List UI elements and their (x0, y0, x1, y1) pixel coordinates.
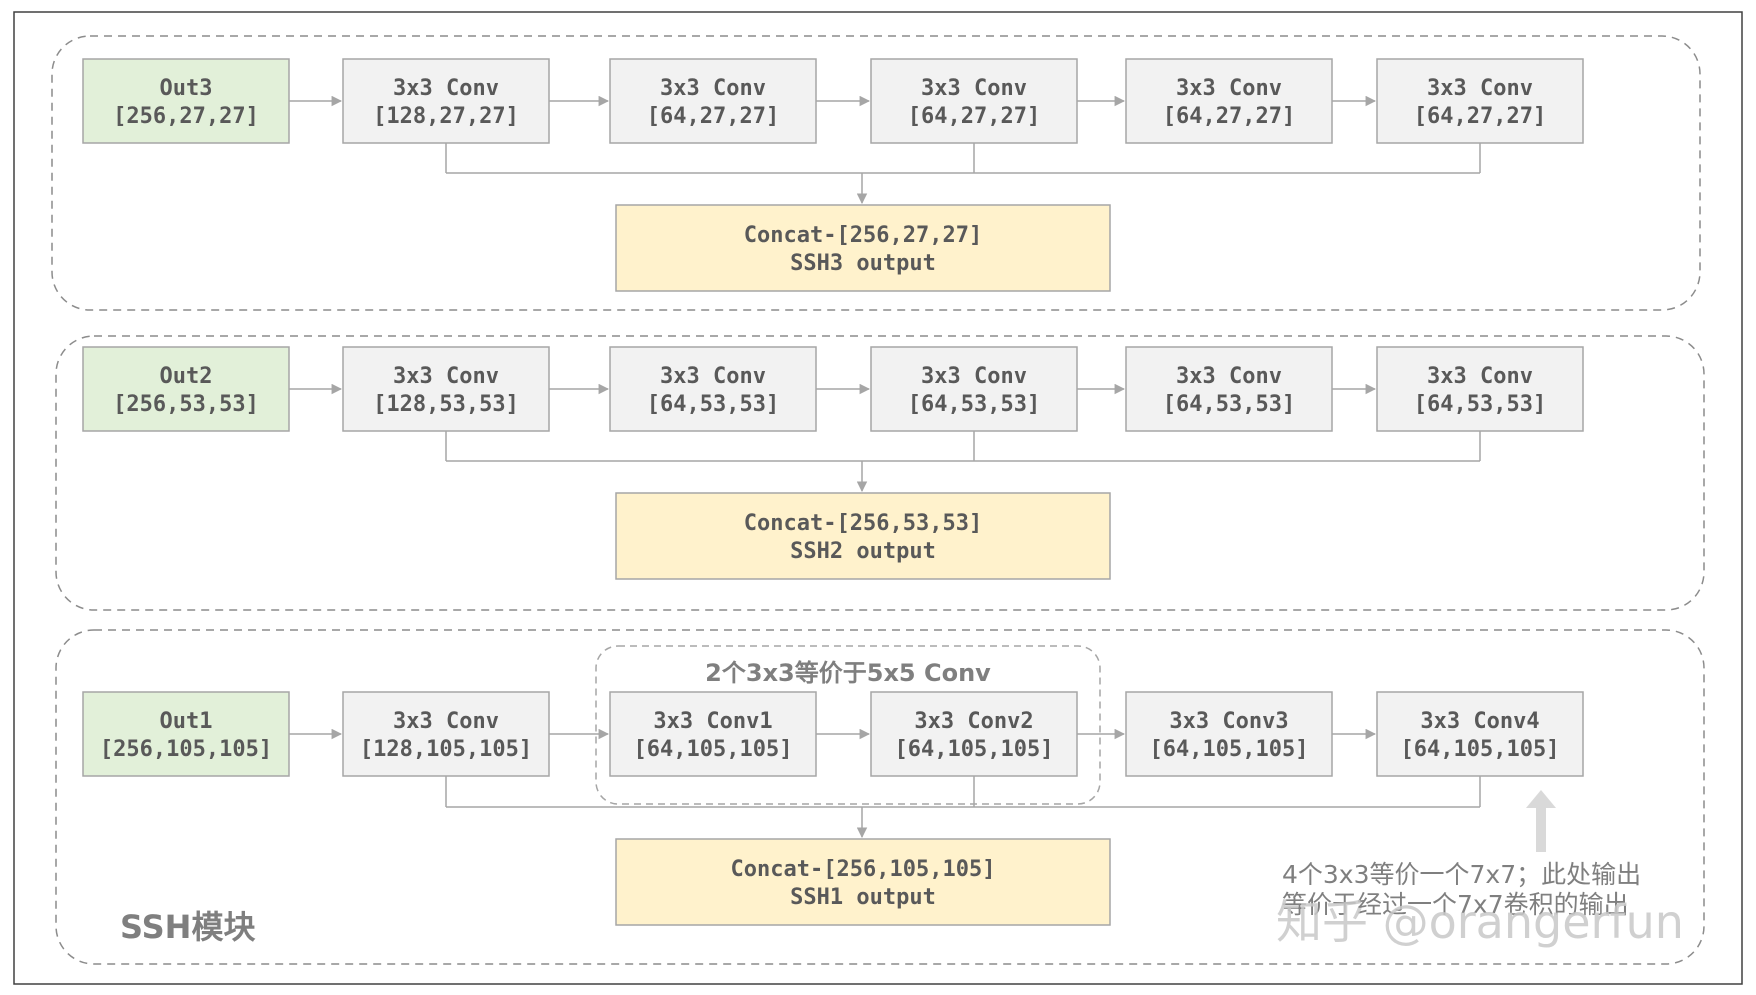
conv-box-3-shape: [64,53,53] (908, 392, 1040, 417)
concat-box: Concat-[256,27,27] SSH3 output (615, 204, 1111, 292)
conv-box-4-title: 3x3 Conv (1176, 76, 1282, 101)
ssh-group-1: Out1[256,105,105]3x3 Conv[128,105,105]3x… (82, 691, 1584, 926)
module-label: SSH模块 (120, 908, 255, 946)
annotation-arrow-icon (1526, 790, 1556, 852)
conv-box-5: 3x3 Conv [64,53,53] (1376, 346, 1584, 432)
group-container-ssh3 (51, 35, 1701, 311)
watermark: 知乎 @orangerfun (1276, 895, 1684, 949)
conv-box-1-shape: [128,53,53] (373, 392, 519, 417)
conv-box-5-shape: [64,105,105] (1401, 737, 1560, 762)
conv-box-4: 3x3 Conv [64,53,53] (1125, 346, 1333, 432)
ssh-group-3: Out3[256,27,27]3x3 Conv[128,27,27]3x3 Co… (82, 58, 1584, 292)
conv-box-3-shape: [64,105,105] (895, 737, 1054, 762)
conv-box-1-shape: [128,105,105] (360, 737, 532, 762)
annotation-line1: 4个3x3等价一个7x7；此处输出 (1282, 860, 1641, 889)
input-box: Out3 [256,27,27] (82, 58, 290, 144)
conv-box-4-shape: [64,53,53] (1163, 392, 1295, 417)
input-box-title: Out1 (160, 709, 213, 734)
input-box: Out1 [256,105,105] (82, 691, 290, 777)
concat-box-title: Concat-[256,53,53] (744, 511, 982, 536)
input-box-title: Out3 (160, 76, 213, 101)
concat-box-shape: SSH1 output (790, 885, 936, 910)
conv-box-1: 3x3 Conv [128,53,53] (342, 346, 550, 432)
conv-box-4-shape: [64,105,105] (1150, 737, 1309, 762)
groups-layer: Out3[256,27,27]3x3 Conv[128,27,27]3x3 Co… (82, 58, 1584, 926)
inner-5x5-group (595, 645, 1101, 805)
input-box-shape: [256,53,53] (113, 392, 259, 417)
conv-box-3: 3x3 Conv2 [64,105,105] (870, 691, 1078, 777)
conv-box-2: 3x3 Conv [64,53,53] (609, 346, 817, 432)
input-box-title: Out2 (160, 364, 213, 389)
conv-box-5-shape: [64,27,27] (1414, 104, 1546, 129)
conv-box-3: 3x3 Conv [64,27,27] (870, 58, 1078, 144)
concat-box: Concat-[256,53,53] SSH2 output (615, 492, 1111, 580)
concat-box-title: Concat-[256,105,105] (731, 857, 996, 882)
conv-box-1: 3x3 Conv [128,105,105] (342, 691, 550, 777)
conv-box-2: 3x3 Conv [64,27,27] (609, 58, 817, 144)
conv-box-4: 3x3 Conv3 [64,105,105] (1125, 691, 1333, 777)
conv-box-1-shape: [128,27,27] (373, 104, 519, 129)
conv-box-2-title: 3x3 Conv (660, 76, 766, 101)
conv-box-2-title: 3x3 Conv1 (653, 709, 772, 734)
input-box-shape: [256,27,27] (113, 104, 259, 129)
group-container-ssh1 (55, 629, 1705, 965)
conv-box-5: 3x3 Conv [64,27,27] (1376, 58, 1584, 144)
conv-box-1-title: 3x3 Conv (393, 709, 499, 734)
concat-box-title: Concat-[256,27,27] (744, 223, 982, 248)
conv-box-1-title: 3x3 Conv (393, 364, 499, 389)
conv-box-3: 3x3 Conv [64,53,53] (870, 346, 1078, 432)
conv-box-5-shape: [64,53,53] (1414, 392, 1546, 417)
conv-box-4: 3x3 Conv [64,27,27] (1125, 58, 1333, 144)
input-box: Out2 [256,53,53] (82, 346, 290, 432)
conv-box-3-shape: [64,27,27] (908, 104, 1040, 129)
conv-box-4-shape: [64,27,27] (1163, 104, 1295, 129)
input-box-shape: [256,105,105] (100, 737, 272, 762)
conv-box-3-title: 3x3 Conv2 (914, 709, 1033, 734)
inner-group-label: 2个3x3等价于5x5 Conv (705, 659, 991, 687)
conv-box-2-shape: [64,27,27] (647, 104, 779, 129)
concat-box: Concat-[256,105,105] SSH1 output (615, 838, 1111, 926)
conv-box-5-title: 3x3 Conv (1427, 76, 1533, 101)
concat-box-shape: SSH2 output (790, 539, 936, 564)
conv-box-4-title: 3x3 Conv3 (1169, 709, 1288, 734)
conv-box-1: 3x3 Conv [128,27,27] (342, 58, 550, 144)
conv-box-2-shape: [64,53,53] (647, 392, 779, 417)
conv-box-5: 3x3 Conv4 [64,105,105] (1376, 691, 1584, 777)
outer-frame (13, 11, 1743, 985)
conv-box-2: 3x3 Conv1 [64,105,105] (609, 691, 817, 777)
annotation-line2: 等价于经过一个7x7卷积的输出 (1282, 890, 1629, 919)
conv-box-1-title: 3x3 Conv (393, 76, 499, 101)
conv-box-4-title: 3x3 Conv (1176, 364, 1282, 389)
ssh-group-2: Out2[256,53,53]3x3 Conv[128,53,53]3x3 Co… (82, 346, 1584, 580)
conv-box-3-title: 3x3 Conv (921, 76, 1027, 101)
conv-box-3-title: 3x3 Conv (921, 364, 1027, 389)
group-container-ssh2 (55, 335, 1705, 611)
conv-box-2-title: 3x3 Conv (660, 364, 766, 389)
conv-box-2-shape: [64,105,105] (634, 737, 793, 762)
conv-box-5-title: 3x3 Conv4 (1420, 709, 1539, 734)
conv-box-5-title: 3x3 Conv (1427, 364, 1533, 389)
concat-box-shape: SSH3 output (790, 251, 936, 276)
